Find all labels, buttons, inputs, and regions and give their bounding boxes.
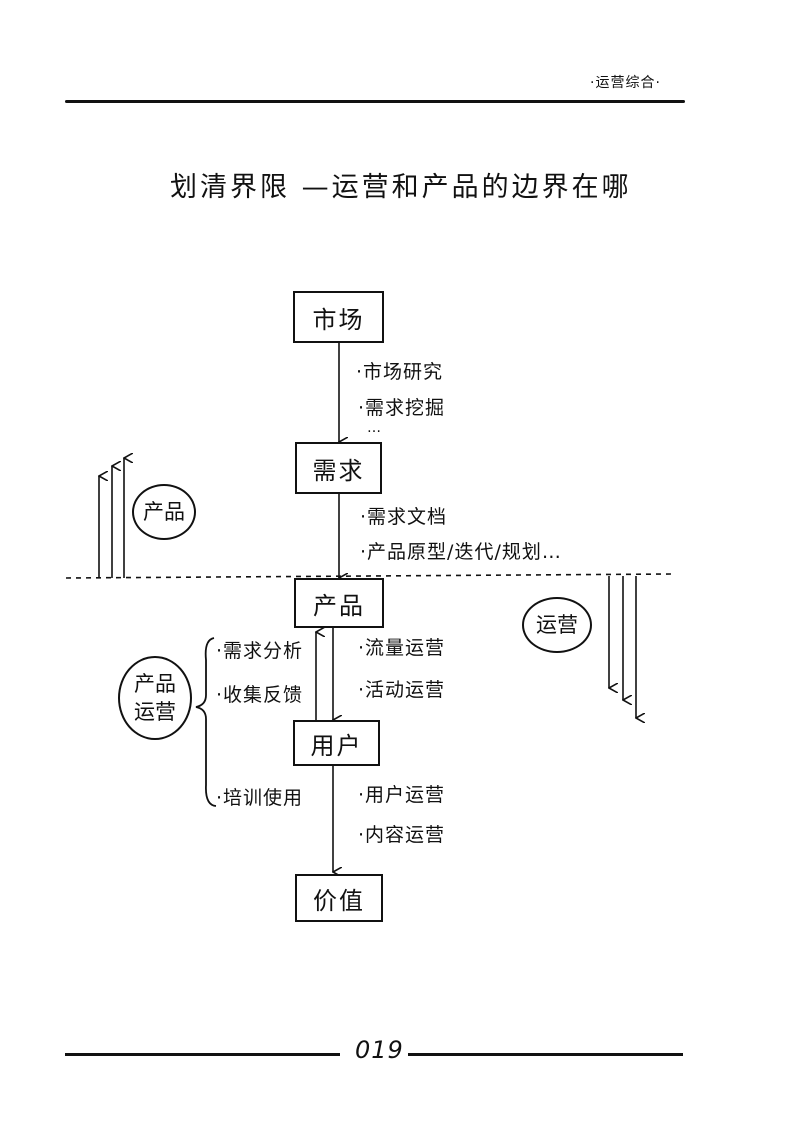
page-title: 划清界限 —运营和产品的边界在哪 [170,172,632,203]
note-user-ops: ·用户运营 [358,784,446,806]
note-market-research: ·市场研究 [356,361,444,383]
note-ellipsis: … [367,420,382,436]
note-demand-doc: ·需求文档 [360,506,448,528]
box-user: 用户 [293,720,380,766]
note-content-ops: ·内容运营 [358,824,446,846]
header-rule [65,100,685,103]
box-value: 价值 [295,874,383,922]
box-product: 产品 [294,578,384,628]
box-demand: 需求 [295,442,382,494]
circle-product-ops-line2: 运营 [134,700,176,724]
footer-rule-left [65,1053,340,1056]
note-demand-analysis: ·需求分析 [216,640,304,662]
box-market: 市场 [293,291,384,343]
note-demand-mining: ·需求挖掘 [358,397,446,419]
footer-rule-right [408,1053,683,1056]
note-activity-ops: ·活动运营 [358,679,446,701]
note-training: ·培训使用 [216,787,304,809]
curly-brace [195,637,217,807]
note-collect-feedback: ·收集反馈 [216,684,304,706]
section-tag: ·运营综合· [590,75,661,91]
circle-operations: 运营 [522,597,592,653]
circle-product-ops: 产品 运营 [118,656,192,740]
circle-product: 产品 [132,484,196,540]
divider-dashed [65,573,673,579]
note-traffic-ops: ·流量运营 [358,637,446,659]
page-number: 019 [355,1036,404,1064]
circle-product-ops-line1: 产品 [134,672,176,696]
note-prototype: ·产品原型/迭代/规划… [360,541,562,563]
